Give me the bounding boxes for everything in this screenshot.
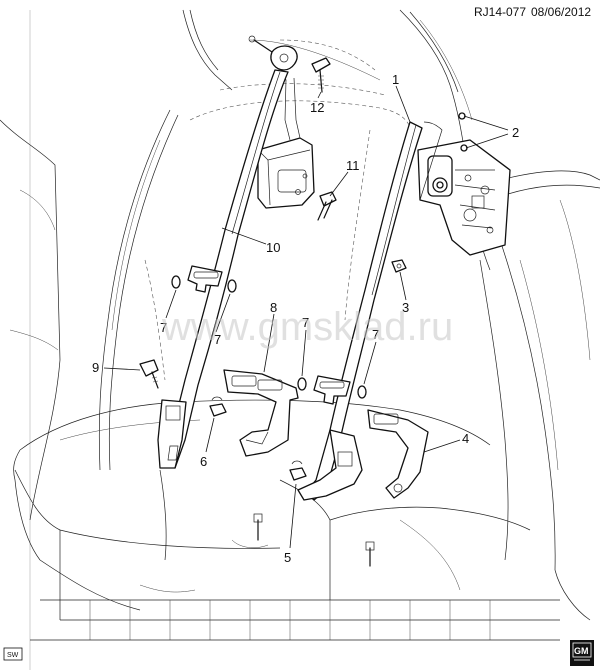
- lower-anchor-right: [297, 429, 363, 501]
- callout-6: 6: [200, 454, 207, 469]
- callout-labels: 1 2 3 4 5 6 7 7 7 7 8 9 10 11 12: [92, 72, 519, 565]
- gm-logo: GM: [570, 640, 594, 666]
- callout-7d: 7: [372, 327, 379, 342]
- diagram-date: 08/06/2012: [531, 5, 591, 19]
- floor-pan-outline: [30, 539, 560, 641]
- upper-anchor-plate: [270, 45, 298, 71]
- nut-3: [391, 259, 407, 273]
- bolt-12: [311, 57, 331, 93]
- stopper-buttons: [171, 275, 367, 399]
- callout-9: 9: [92, 360, 99, 375]
- callout-7c: 7: [302, 315, 309, 330]
- diagram-ref-code: RJ14-077: [474, 5, 526, 19]
- callout-4: 4: [462, 431, 469, 446]
- callout-5: 5: [284, 550, 291, 565]
- buckle-assembly-right: [367, 409, 429, 499]
- callout-7b: 7: [214, 332, 221, 347]
- callout-11: 11: [346, 158, 360, 173]
- belt-tongue-right: [313, 375, 351, 405]
- sw-badge: SW: [3, 647, 23, 661]
- nut-6: [209, 396, 227, 417]
- belt-tongue-left: [187, 265, 223, 293]
- nut-5: [289, 460, 307, 481]
- buckle-assembly-center: [223, 369, 299, 457]
- floor-studs: [253, 513, 375, 567]
- callout-12: 12: [310, 100, 324, 115]
- callout-2: 2: [512, 125, 519, 140]
- callout-1: 1: [392, 72, 399, 87]
- bolt-9: [139, 359, 159, 389]
- seatback-outline: [144, 39, 413, 381]
- bolt-11: [317, 191, 337, 221]
- callout-3: 3: [402, 300, 409, 315]
- belt-webbing-right: [305, 121, 443, 501]
- callout-8: 8: [270, 300, 277, 315]
- retractor-bracket-right: [417, 139, 511, 256]
- callout-10: 10: [266, 240, 280, 255]
- sw-badge-text: SW: [7, 652, 19, 659]
- callout-leader-lines: [103, 85, 509, 549]
- gm-logo-text: GM: [574, 646, 589, 656]
- watermark-text: www.gmsklad.ru: [161, 305, 453, 349]
- clips-2: [458, 112, 468, 152]
- belt-webbing-left: [159, 69, 289, 469]
- upper-retractor-left: [257, 59, 315, 209]
- bolt-upper-left: [248, 35, 273, 53]
- callout-7a: 7: [160, 320, 167, 335]
- lower-anchor-left: [157, 399, 187, 469]
